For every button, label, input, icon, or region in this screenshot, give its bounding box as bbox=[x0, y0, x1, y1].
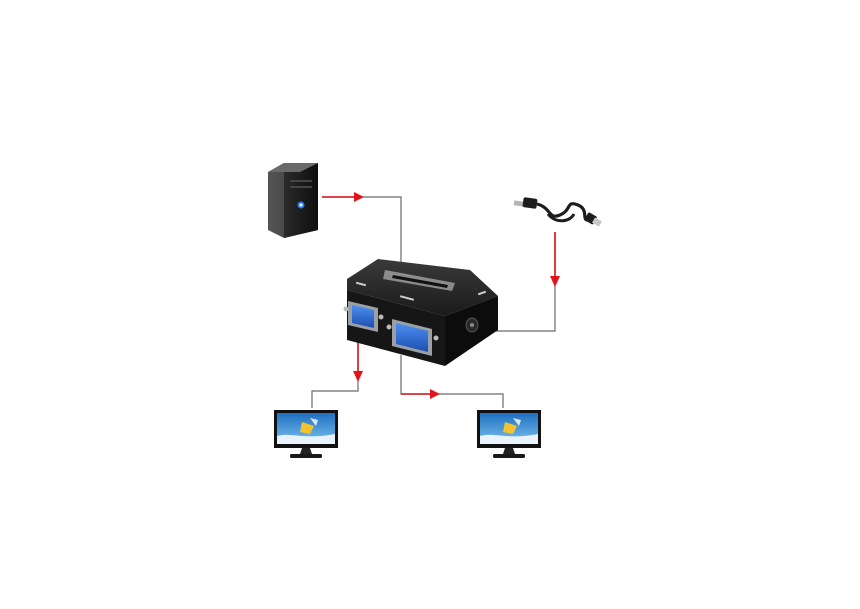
flow-arrows bbox=[322, 192, 560, 399]
arrow-pc-to-splitter bbox=[322, 192, 364, 202]
splitter-to-monitor2-line bbox=[400, 355, 504, 408]
monitor-icon bbox=[477, 410, 541, 458]
power-jack bbox=[465, 317, 479, 333]
arrow-usb-down bbox=[550, 232, 560, 287]
vga-port-1 bbox=[343, 301, 384, 332]
vga-port-2 bbox=[386, 319, 439, 356]
vga-splitter-icon bbox=[343, 259, 498, 366]
arrow-splitter-to-monitor2 bbox=[401, 389, 440, 399]
desktop-tower-icon bbox=[268, 163, 318, 238]
usb-cable-icon bbox=[513, 197, 602, 227]
usb-to-splitter-line bbox=[488, 232, 556, 332]
pc-to-splitter-line bbox=[322, 196, 402, 268]
splitter-to-monitor1-line bbox=[311, 330, 359, 408]
monitor-icon bbox=[274, 410, 338, 458]
